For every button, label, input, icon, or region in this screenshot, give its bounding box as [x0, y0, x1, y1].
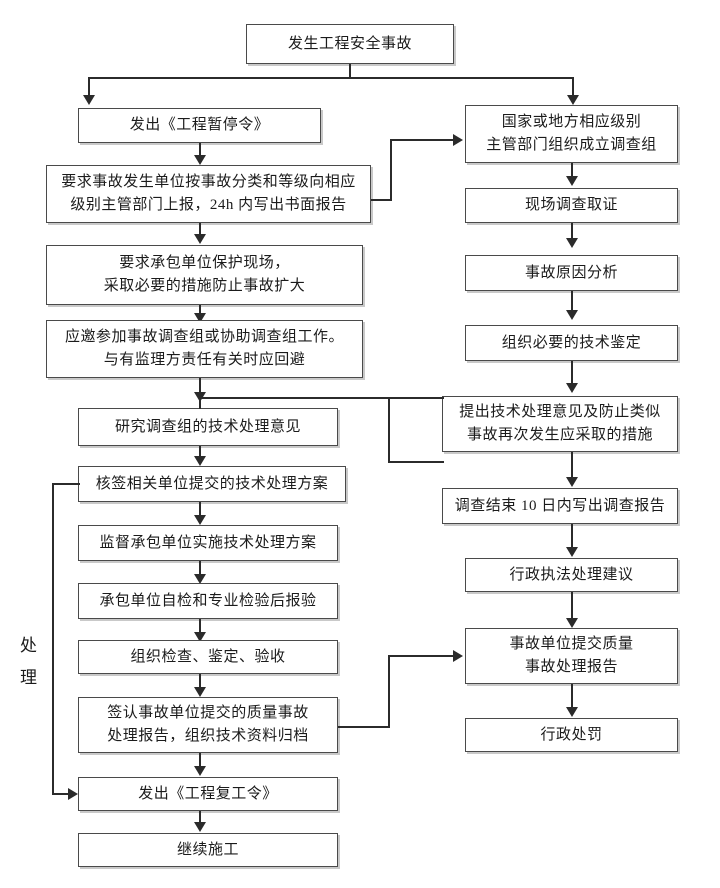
connector-right-2-3: [571, 223, 573, 240]
arrow-into-right-8: [453, 650, 463, 662]
connector-left-2-3: [199, 223, 201, 237]
node-left-7[interactable]: 监督承包单位实施技术处理方案: [78, 525, 338, 561]
connector-left-5-6: [199, 446, 201, 459]
node-left-1[interactable]: 发出《工程暂停令》: [78, 108, 321, 143]
connector-right-5-6: [571, 452, 573, 480]
arrow-right-6-7: [566, 547, 578, 557]
node-right-8[interactable]: 事故单位提交质量 事故处理报告: [465, 628, 678, 684]
node-left-3[interactable]: 要求承包单位保护现场， 采取必要的措施防止事故扩大: [46, 245, 363, 305]
connector-left-1-2: [199, 143, 201, 158]
node-start[interactable]: 发生工程安全事故: [246, 24, 454, 64]
node-left-2[interactable]: 要求事故发生单位按事故分类和等级向相应 级别主管部门上报，24h 内写出书面报告: [46, 165, 371, 223]
node-left-4[interactable]: 应邀参加事故调查组或协助调查组工作。 与有监理方责任有关时应回避: [46, 320, 363, 378]
arrow-left-11-12: [194, 822, 206, 832]
connector-left-4-5: [199, 378, 201, 395]
node-right-6[interactable]: 调查结束 10 日内写出调查报告: [442, 488, 678, 524]
connector-left2-to-right1-h2: [390, 139, 454, 141]
arrow-left-5-6: [194, 456, 206, 466]
connector-loop-vertical: [52, 483, 54, 794]
node-left-5[interactable]: 研究调查组的技术处理意见: [78, 408, 338, 446]
arrow-left-8-9: [194, 632, 206, 642]
arrow-right-7-8: [566, 618, 578, 628]
node-right-7[interactable]: 行政执法处理建议: [465, 558, 678, 592]
connector-left-9-10: [199, 674, 201, 690]
node-right-1[interactable]: 国家或地方相应级别 主管部门组织成立调查组: [465, 105, 678, 163]
connector-left10-to-right8-h2: [388, 655, 454, 657]
arrow-left-10-11: [194, 766, 206, 776]
arrow-into-right-1: [453, 134, 463, 146]
node-right-2[interactable]: 现场调查取证: [465, 188, 678, 223]
connector-left-7-8: [199, 561, 201, 577]
connector-left10-to-right8-h1: [338, 726, 390, 728]
connector-bus-left-down: [88, 77, 90, 97]
connector-left2-to-right1-v: [390, 139, 392, 201]
arrow-right-1-2: [566, 176, 578, 186]
node-right-5[interactable]: 提出技术处理意见及防止类似 事故再次发生应采取的措施: [442, 396, 678, 452]
node-right-4[interactable]: 组织必要的技术鉴定: [465, 325, 678, 361]
connector-right-8-9: [571, 684, 573, 710]
arrow-right-8-9: [566, 707, 578, 717]
node-left-9[interactable]: 组织检查、鉴定、验收: [78, 640, 338, 674]
node-left-8[interactable]: 承包单位自检和专业检验后报验: [78, 583, 338, 619]
connector-right-1-2: [571, 163, 573, 178]
connector-left10-to-right8-v: [388, 655, 390, 727]
process-label-char-2: 理: [20, 668, 38, 688]
connector-right-7-8: [571, 592, 573, 621]
connector-left-10-11: [199, 753, 201, 769]
arrow-left-3-4: [194, 313, 206, 323]
connector-left-6-7: [199, 502, 201, 518]
node-right-9[interactable]: 行政处罚: [465, 718, 678, 752]
node-left-10[interactable]: 签认事故单位提交的质量事故 处理报告，组织技术资料归档: [78, 697, 338, 753]
node-left-11[interactable]: 发出《工程复工令》: [78, 777, 338, 811]
arrow-left-2-3: [194, 234, 206, 244]
arrow-left-1-2: [194, 155, 206, 165]
connector-left-11-12: [199, 811, 201, 825]
process-label-char-1: 处: [20, 636, 38, 655]
connector-bus-right-down: [572, 77, 574, 97]
connector-right-3-4: [571, 291, 573, 314]
connector-left-8-9: [199, 619, 201, 635]
process-label: 处 理: [18, 630, 40, 695]
connector-start-down: [349, 64, 351, 78]
arrow-left-6-7: [194, 515, 206, 525]
connector-right5-to-left5-v: [199, 397, 201, 409]
arrow-left-9-10: [194, 687, 206, 697]
node-left-6[interactable]: 核签相关单位提交的技术处理方案: [78, 466, 346, 502]
connector-right-mid-drop-h: [388, 461, 444, 463]
arrow-right-3-4: [566, 310, 578, 320]
connector-right-6-7: [571, 524, 573, 550]
arrow-right-2-3: [566, 238, 578, 248]
node-left-12[interactable]: 继续施工: [78, 833, 338, 867]
connector-top-bus: [88, 77, 574, 79]
node-right-3[interactable]: 事故原因分析: [465, 255, 678, 291]
connector-loop-top: [52, 483, 80, 485]
connector-right5-to-left5-h: [199, 397, 444, 399]
arrow-to-left-1: [83, 95, 95, 105]
arrow-left-7-8: [194, 574, 206, 584]
arrow-to-right-1: [567, 95, 579, 105]
connector-loop-bottom: [52, 793, 70, 795]
connector-left2-to-right1-h1: [371, 199, 392, 201]
arrow-right-4-5: [566, 383, 578, 393]
arrow-right-5-6: [566, 477, 578, 487]
connector-left-3-4: [199, 305, 201, 316]
arrow-loop-into-left-11: [68, 788, 78, 800]
connector-right-mid-drop: [388, 397, 390, 463]
connector-right-4-5: [571, 361, 573, 386]
